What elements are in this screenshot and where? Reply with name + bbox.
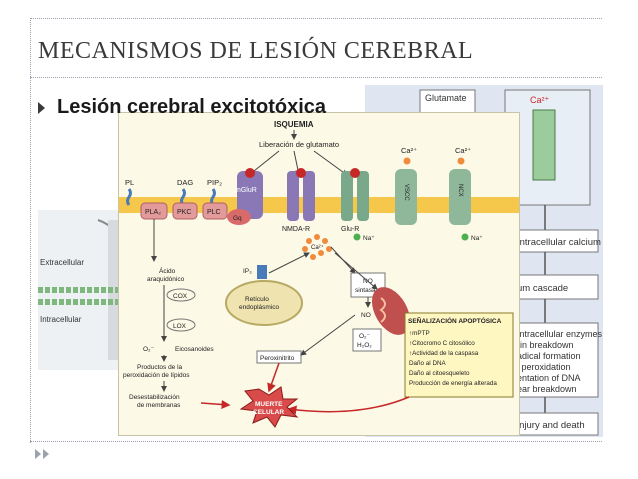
top-guide-line: [30, 18, 602, 19]
box3-line-1: Intracellular enzymes: [517, 329, 603, 339]
gq-protein: [227, 209, 251, 225]
plc-box: [202, 202, 228, 220]
vscc-channel: [395, 169, 417, 225]
o2-label: O₂⁻: [359, 333, 371, 340]
glur-label: Glu-R: [341, 226, 359, 233]
ros-box: [352, 328, 382, 352]
desest-line-1: Desestabilización: [129, 394, 180, 401]
box4-label: injury and death: [517, 420, 585, 431]
desest-line-2: de membranas: [137, 402, 181, 409]
pl-label: PL: [125, 178, 134, 187]
senalizacion-title: SEÑALIZACIÓN APOPTÓSICA: [408, 316, 502, 325]
excitotoxicity-svg: ISQUEMIA Liberación de glutamato Ca²⁺ Ca…: [119, 120, 519, 428]
dag-label: DAG: [177, 178, 193, 187]
o2-eicos-label: O₂⁻: [143, 346, 155, 353]
box3-line-4: l peroxidation: [517, 362, 571, 372]
ip3-label: IP₃: [243, 268, 252, 275]
pip2-label: PIP₂: [207, 178, 222, 187]
ca-label-b: Ca²⁺: [455, 146, 471, 155]
pkc-label: PKC: [177, 209, 191, 216]
ncx-exchanger: [449, 169, 471, 225]
mglur-receptor: [237, 168, 263, 219]
senal-item-1: ↑mPTP: [409, 330, 430, 337]
title-divider: [30, 77, 602, 78]
productos-line-1: Productos de la: [137, 364, 183, 371]
reticulo-line-2: endoplásmico: [239, 304, 279, 311]
acido-line-1: Ácido: [159, 266, 176, 275]
eicosanoides-label: Eicosanoides: [175, 346, 214, 353]
h2o2-label: H₂O₂: [357, 342, 372, 349]
glur-receptor: [341, 168, 369, 221]
ip3-receptor: [257, 265, 267, 279]
bullet-arrow-icon: [38, 101, 45, 114]
nmda-label: NMDA-R: [282, 226, 310, 233]
gq-label: Gq: [233, 215, 242, 222]
senal-item-6: Producción de energía alterada: [409, 380, 497, 387]
ca-cluster: [302, 234, 332, 260]
ca-label-a: Ca²⁺: [401, 146, 417, 155]
muerte-line-2: CELULAR: [253, 409, 284, 416]
mitochondria: [372, 287, 410, 335]
senalizacion-box: [404, 312, 514, 398]
extracellular-label: Extracellular: [40, 258, 84, 267]
senal-item-3: ↑Actividad de la caspasa: [409, 350, 479, 357]
no-label: NO: [361, 312, 371, 319]
box1-label: Intracellular calcium: [517, 237, 601, 248]
ca-label: Ca²⁺: [530, 95, 550, 105]
no-sintasa-line-2: sintasa: [355, 287, 376, 294]
reticulo-line-1: Retículo: [245, 296, 269, 303]
box3-line-2: rin breakdown: [517, 340, 574, 350]
excitotoxicity-diagram: ISQUEMIA Liberación de glutamato Ca²⁺ Ca…: [118, 112, 520, 436]
senal-item-5: Daño al citoesqueleto: [409, 370, 470, 377]
glutamate-label: Glutamate: [425, 93, 467, 103]
productos-line-2: peroxidación de lípidos: [123, 372, 190, 379]
lox-ellipse: [166, 318, 196, 332]
muerte-line-1: MUERTE: [255, 401, 283, 408]
cox-ellipse: [166, 288, 196, 302]
lox-label: LOX: [173, 323, 187, 330]
vscc-label: VSCC: [403, 184, 409, 201]
left-guide-line: [30, 18, 31, 443]
right-flowchart-svg: Glutamate Ca²⁺ Intracellular calcium um …: [419, 89, 603, 436]
plc-label: PLC: [207, 209, 221, 216]
nmda-receptor: [287, 168, 315, 221]
mglur-label: mGluR: [235, 187, 257, 194]
box3-line-5: entation of DNA: [517, 373, 581, 383]
bottom-divider: [30, 441, 602, 442]
lipid-bilayer: [38, 287, 118, 305]
senal-item-2: ↑Citocromo C citosólico: [409, 340, 475, 347]
intracellular-label: Intracellular: [40, 315, 82, 324]
bullet-item: Lesión cerebral excitotóxica: [38, 96, 326, 119]
box3-line-6: ear breakdown: [517, 384, 577, 394]
ncx-label: NCX: [457, 184, 463, 197]
cox-label: COX: [173, 293, 188, 300]
box3-line-3: adical formation: [517, 351, 581, 361]
er-organelle: [225, 280, 303, 326]
bullet-text: Lesión cerebral excitotóxica: [57, 96, 327, 118]
ca-center-label: Ca²⁺: [311, 244, 324, 251]
na-label-a: Na⁺: [363, 235, 375, 242]
liberacion-label: Liberación de glutamato: [259, 140, 339, 149]
isquemia-label: ISQUEMIA: [274, 120, 314, 129]
acido-line-2: araquidónico: [147, 276, 185, 283]
box2-label: um cascade: [517, 283, 568, 294]
senal-item-4: Daño al DNA: [409, 360, 447, 367]
peroxinitrito-label: Peroxinitrito: [260, 355, 295, 362]
na-label-b: Na⁺: [471, 235, 483, 242]
slide-title: MECANISMOS DE LESIÓN CEREBRAL: [38, 38, 474, 64]
pkc-box: [172, 202, 198, 220]
slide-nav-icon[interactable]: [35, 449, 49, 459]
pla2-label: PLA₂: [145, 209, 161, 216]
muerte-burst: [239, 386, 299, 428]
